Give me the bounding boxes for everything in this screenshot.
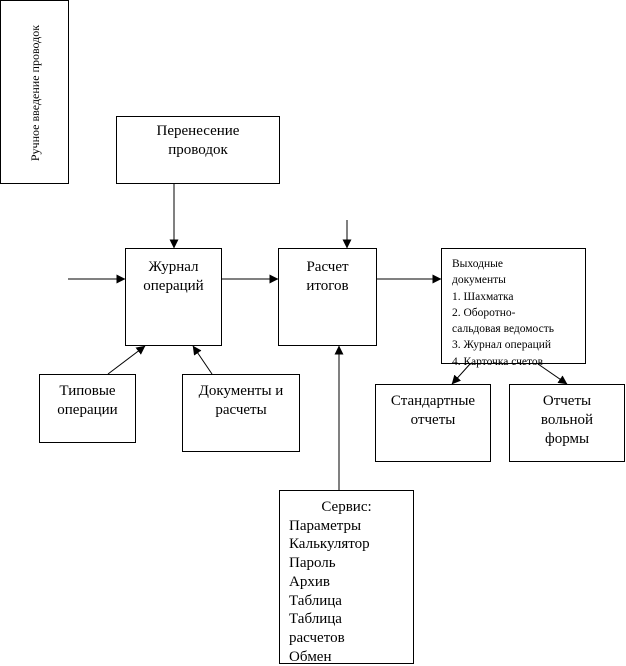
free-reports-label-line: вольной <box>540 412 594 428</box>
service-item: расчетов <box>289 629 345 646</box>
transfer-entries-box: Перенесение проводок <box>116 116 280 184</box>
transfer-label-line: Перенесение <box>156 123 240 139</box>
output-documents-line: 2. Оборотно- <box>452 306 516 319</box>
output-documents-line: 4. Карточка счетов <box>452 355 544 368</box>
free-form-reports-box: Отчеты вольной формы <box>509 384 625 462</box>
service-box: Сервис: Параметры Калькулятор Пароль Арх… <box>279 490 414 665</box>
calc-label-line: Расчет <box>306 259 349 275</box>
output-documents-line: 1. Шахматка <box>452 290 514 303</box>
transfer-label-line: проводок <box>168 142 228 158</box>
output-documents-line: сальдовая ведомость <box>452 323 554 336</box>
service-item: Калькулятор <box>289 536 370 553</box>
output-documents-line: 3. Журнал операций <box>452 339 552 352</box>
service-item: Таблица <box>289 611 342 628</box>
manual-entry-label: Ручное введение проводок <box>28 24 42 162</box>
documents-label-line: Документы и <box>198 383 284 399</box>
output-documents-box: Выходные документы 1. Шахматка 2. Оборот… <box>441 248 586 368</box>
typical-label-line: операции <box>57 402 118 418</box>
arrow-typical-to-journal <box>107 345 146 375</box>
service-title: Сервис: <box>321 499 372 515</box>
typical-operations-box: Типовые операции <box>39 374 136 443</box>
service-item: Обмен <box>289 648 332 665</box>
standard-reports-label-line: Стандартные <box>390 393 476 409</box>
service-item: Архив <box>289 573 330 590</box>
arrow-docs-to-journal <box>192 345 213 375</box>
calc-label-line: итогов <box>306 278 349 294</box>
manual-entry-box: Ручное введение проводок <box>0 0 69 184</box>
service-item: Таблица <box>289 592 342 609</box>
typical-label-line: Типовые <box>59 383 116 399</box>
free-reports-label-line: формы <box>544 431 590 447</box>
totals-calculation-box: Расчет итогов <box>278 248 377 346</box>
service-item: Пароль <box>289 555 336 572</box>
documents-calculations-box: Документы и расчеты <box>182 374 300 452</box>
documents-label-line: расчеты <box>215 402 267 418</box>
operations-journal-box: Журнал операций <box>125 248 222 346</box>
output-documents-line: документы <box>452 274 506 287</box>
journal-label-line: Журнал <box>148 259 199 275</box>
standard-reports-box: Стандартные отчеты <box>375 384 491 462</box>
output-documents-line: Выходные <box>452 258 503 270</box>
service-item: Параметры <box>289 517 362 534</box>
standard-reports-label-line: отчеты <box>410 412 456 428</box>
journal-label-line: операций <box>143 278 204 294</box>
free-reports-label-line: Отчеты <box>542 393 592 409</box>
